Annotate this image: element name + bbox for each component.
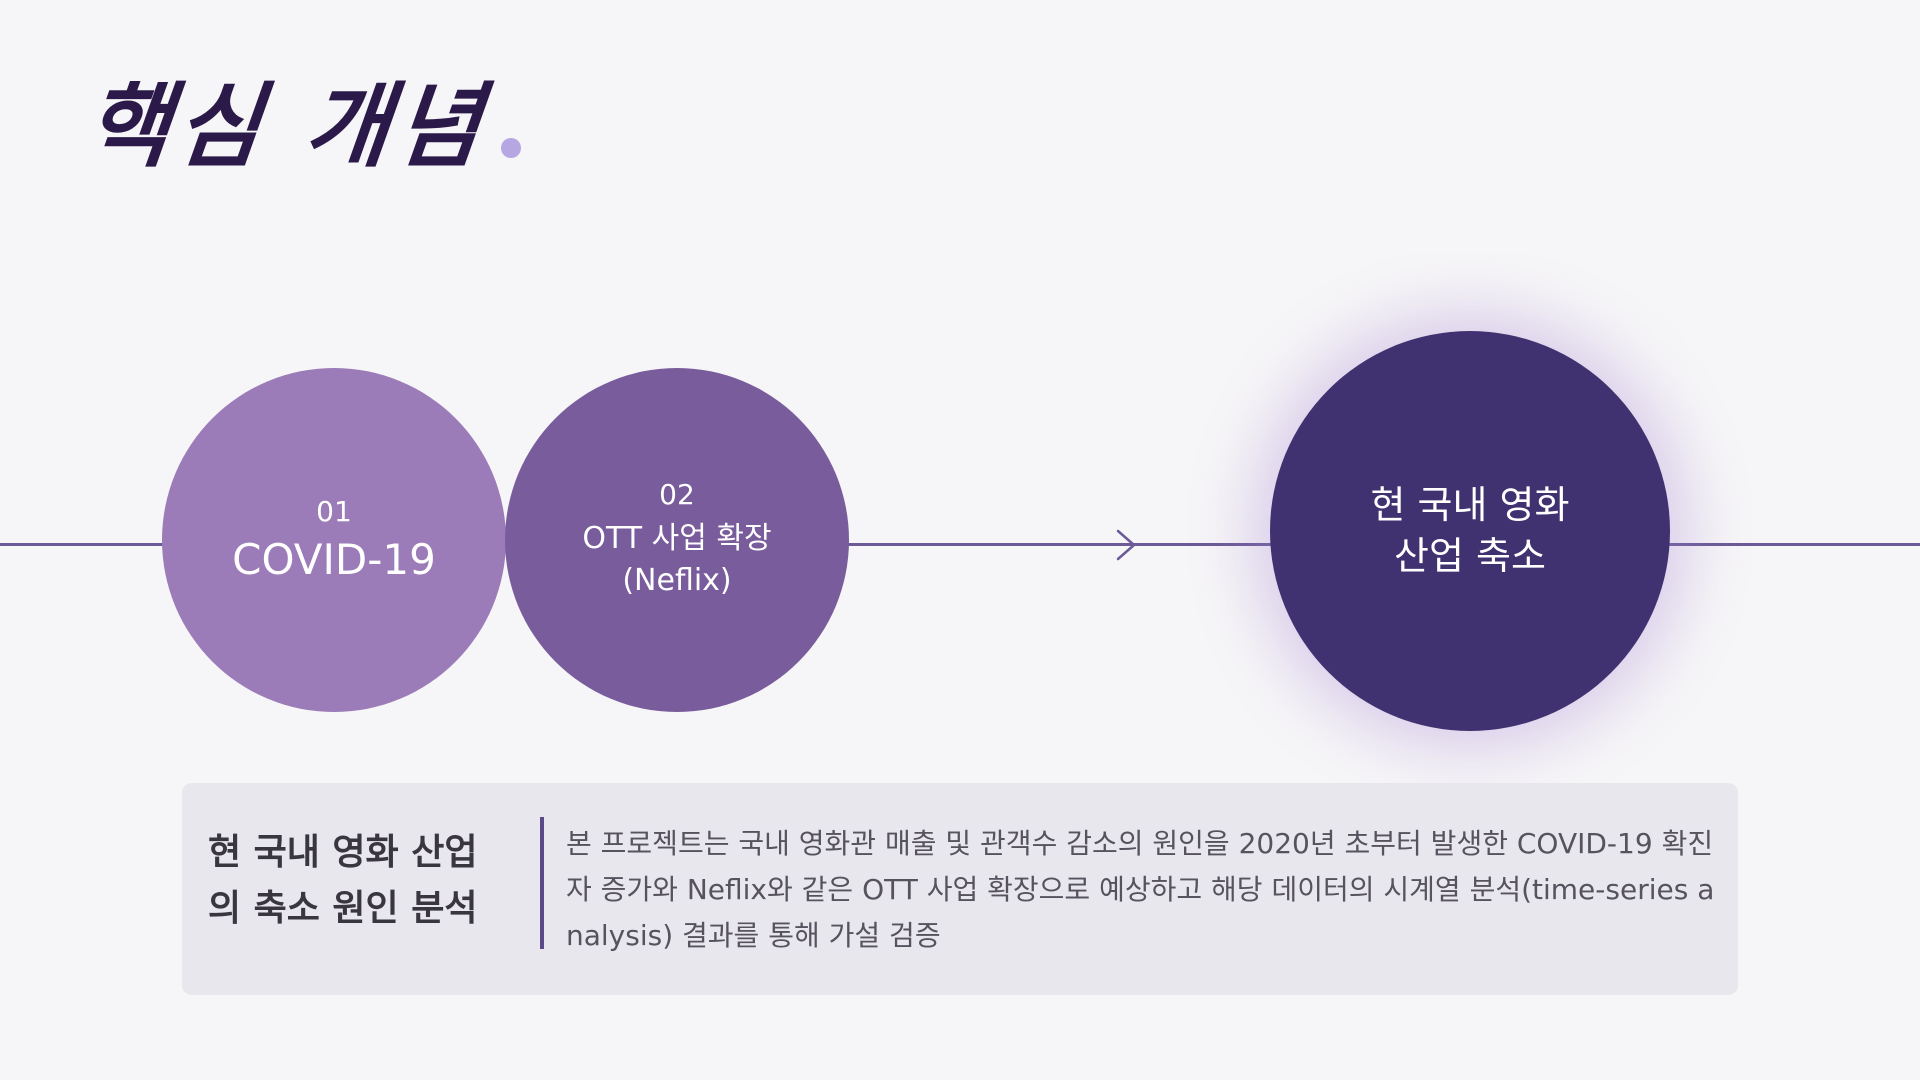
info-divider xyxy=(540,817,544,949)
info-title-line1: 현 국내 영화 산업 xyxy=(208,832,478,873)
title-area: 핵심 개념 xyxy=(80,72,521,180)
circle-label-line2: (Neflix) xyxy=(622,562,732,598)
info-description: 본 프로젝트는 국내 영화관 매출 및 관객수 감소의 원인을 2020년 초부… xyxy=(566,827,1715,953)
circle-number: 02 xyxy=(659,478,695,512)
result-label-line1: 현 국내 영화 xyxy=(1370,482,1570,527)
timeline-line xyxy=(0,543,1920,546)
arrow-right-icon xyxy=(1116,529,1136,561)
concept-circle-covid: 01 COVID-19 xyxy=(162,368,506,712)
circle-label-line1: OTT 사업 확장 xyxy=(582,520,772,556)
accent-dot xyxy=(500,138,521,158)
circle-number: 01 xyxy=(316,495,352,528)
result-label-line2: 산업 축소 xyxy=(1394,534,1546,578)
circle-label: COVID-19 xyxy=(232,534,436,584)
info-title: 현 국내 영화 산업 의 축소 원인 분석 xyxy=(208,825,508,937)
info-box: 현 국내 영화 산업 의 축소 원인 분석 본 프로젝트는 국내 영화관 매출 … xyxy=(182,783,1738,995)
info-title-line2: 의 축소 원인 분석 xyxy=(208,887,478,929)
concept-circle-ott: 02 OTT 사업 확장 (Neflix) xyxy=(505,368,849,712)
page-title: 핵심 개념 xyxy=(80,72,493,180)
result-circle: 현 국내 영화 산업 축소 xyxy=(1270,331,1670,731)
